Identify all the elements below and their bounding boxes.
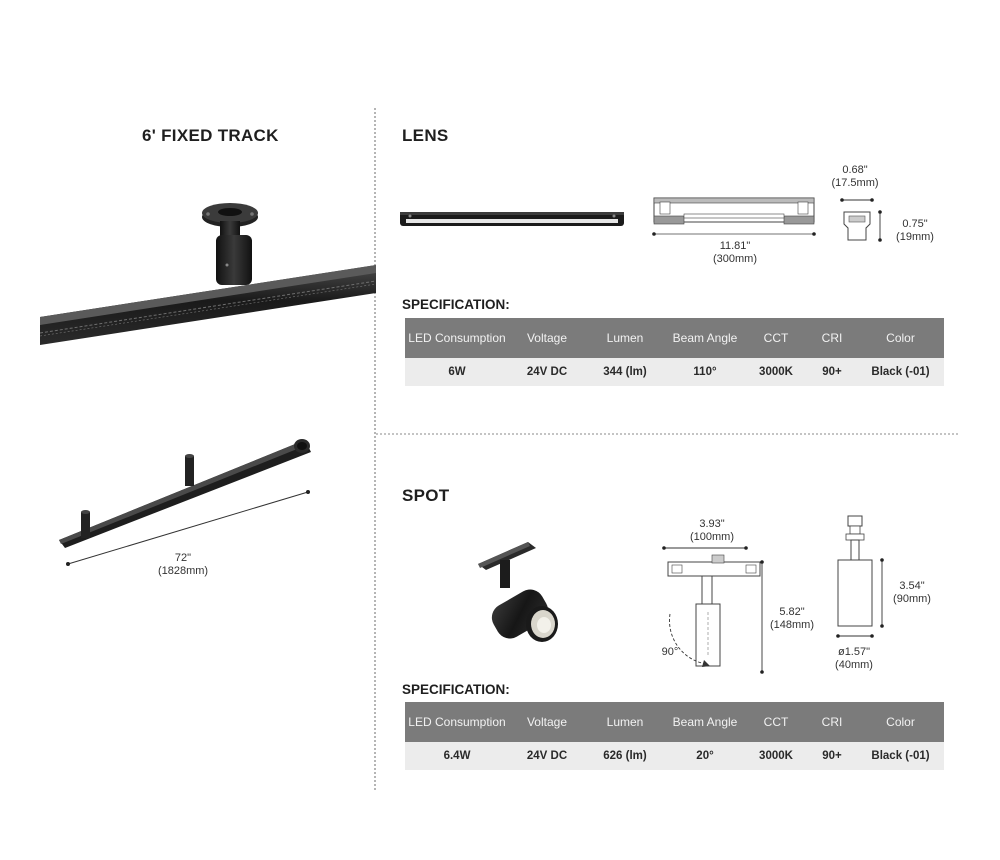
spot-height-inch: 5.82" [779,606,805,618]
spot-spec-header-row: LED Consumption Voltage Lumen Beam Angle… [405,702,944,742]
track-length-label: 72" (1828mm) [148,552,218,578]
lens-width-mm: (17.5mm) [831,177,879,189]
lens-length-mm: (300mm) [712,253,757,265]
spot-width-inch: 3.93" [699,518,725,530]
track-length-mm: (1828mm) [157,565,209,577]
spot-header-consumption: LED Consumption [405,702,509,742]
lens-value-consumption: 6W [405,358,509,386]
lens-spec-title: SPECIFICATION: [402,297,510,312]
spot-header-cri: CRI [807,702,857,742]
lens-side-drawing [652,197,816,236]
spot-product-image [478,542,558,642]
lens-width-label: 0.68" (17.5mm) [823,164,887,190]
spot-diameter-mm: (40mm) [835,659,873,671]
lens-spec-header-row: LED Consumption Voltage Lumen Beam Angle… [405,318,944,358]
spot-height-mm: (148mm) [769,619,814,631]
lens-header-consumption: LED Consumption [405,318,509,358]
track-full-image [59,439,311,566]
spot-header-color: Color [857,702,944,742]
spot-body-mm: (90mm) [893,593,931,605]
lens-profile-drawing [840,198,882,242]
spot-height-label: 5.82" (148mm) [764,606,820,632]
lens-header-voltage: Voltage [509,318,585,358]
lens-header-color: Color [857,318,944,358]
spot-spec-value-row: 6.4W 24V DC 626 (lm) 20° 3000K 90+ Black… [405,742,944,770]
spot-value-cct: 3000K [745,742,807,770]
lens-spec-table: LED Consumption Voltage Lumen Beam Angle… [405,318,944,386]
spot-spec-title: SPECIFICATION: [402,682,510,697]
lens-value-color: Black (-01) [857,358,944,386]
lens-value-cri: 90+ [807,358,857,386]
vertical-divider [374,108,376,790]
lens-value-voltage: 24V DC [509,358,585,386]
horizontal-divider [376,433,958,435]
spot-width-mm: (100mm) [689,531,734,543]
lens-height-label: 0.75" (19mm) [888,218,942,244]
spot-header-cct: CCT [745,702,807,742]
spot-value-lumen: 626 (lm) [585,742,665,770]
spot-header-beam-angle: Beam Angle [665,702,745,742]
lens-title: LENS [402,126,449,145]
lens-height-inch: 0.75" [902,218,928,230]
spot-header-lumen: Lumen [585,702,665,742]
spot-value-color: Black (-01) [857,742,944,770]
lens-value-cct: 3000K [745,358,807,386]
spot-value-beam-angle: 20° [665,742,745,770]
track-title: 6' FIXED TRACK [142,126,279,145]
track-length-inch: 72" [174,552,192,564]
lens-length-inch: 11.81" [719,240,751,252]
lens-header-lumen: Lumen [585,318,665,358]
spot-title: SPOT [402,486,450,505]
spot-value-cri: 90+ [807,742,857,770]
spot-body-label: 3.54" (90mm) [884,580,940,606]
spot-value-consumption: 6.4W [405,742,509,770]
lens-height-mm: (19mm) [896,231,934,243]
lens-length-label: 11.81" (300mm) [700,240,770,266]
lens-value-beam-angle: 110° [665,358,745,386]
lens-header-beam-angle: Beam Angle [665,318,745,358]
spot-spec-table: LED Consumption Voltage Lumen Beam Angle… [405,702,944,770]
spot-diameter-label: ø1.57" (40mm) [826,646,882,672]
lens-width-inch: 0.68" [842,164,868,176]
track-closeup-image [40,203,376,345]
spot-header-voltage: Voltage [509,702,585,742]
lens-product-image [400,212,624,226]
spot-width-label: 3.93" (100mm) [680,518,744,544]
lens-header-cct: CCT [745,318,807,358]
spot-body-inch: 3.54" [899,580,925,592]
lens-value-lumen: 344 (lm) [585,358,665,386]
lens-spec-value-row: 6W 24V DC 344 (lm) 110° 3000K 90+ Black … [405,358,944,386]
spot-value-voltage: 24V DC [509,742,585,770]
spot-angle-label: 90° [661,646,679,658]
spot-front-drawing [662,546,764,674]
spot-side-drawing [836,515,884,638]
spot-diameter-inch: ø1.57" [837,646,871,658]
lens-header-cri: CRI [807,318,857,358]
